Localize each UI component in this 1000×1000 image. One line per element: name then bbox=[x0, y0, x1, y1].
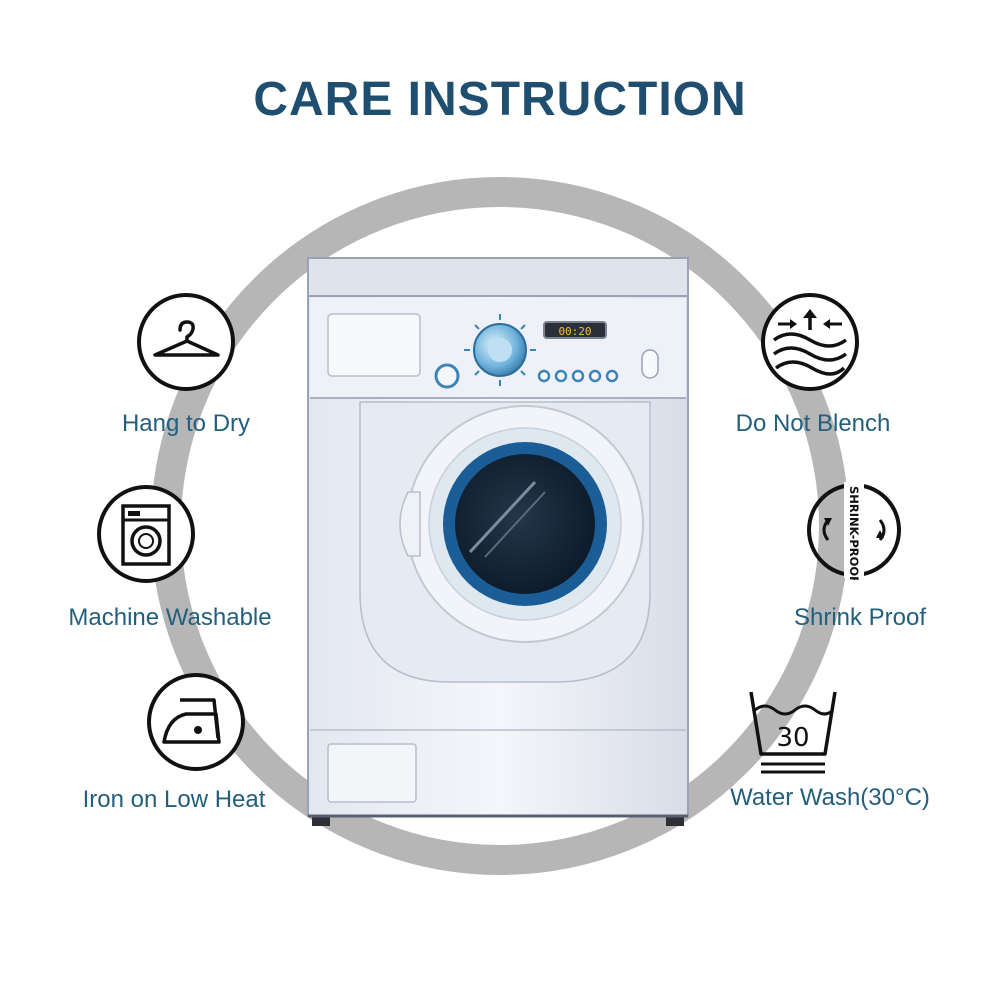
label-hang-to-dry: Hang to Dry bbox=[121, 410, 251, 437]
iron-icon bbox=[147, 673, 245, 771]
label-iron-on-low-heat: Iron on Low Heat bbox=[82, 786, 266, 813]
shrink-proof-badge: SHRINK-PROOF bbox=[847, 486, 861, 580]
label-shrink-proof: Shrink Proof bbox=[793, 604, 927, 631]
label-do-not-blench: Do Not Blench bbox=[735, 410, 891, 437]
display-readout: 00:20 bbox=[558, 325, 591, 338]
washing-machine-icon bbox=[97, 485, 195, 583]
label-water-wash: Water Wash(30°C) bbox=[730, 784, 930, 811]
washing-machine-illustration: 00:20 bbox=[307, 257, 689, 826]
hanger-icon bbox=[137, 293, 235, 391]
no-bleach-icon bbox=[761, 293, 859, 391]
label-machine-washable: Machine Washable bbox=[68, 604, 272, 631]
shrink-proof-icon: SHRINK-PROOF bbox=[807, 482, 901, 580]
option-buttons bbox=[537, 369, 619, 383]
page-title: CARE INSTRUCTION bbox=[253, 73, 747, 126]
wash-temperature-badge: 30 bbox=[776, 723, 809, 753]
dial-knob bbox=[464, 314, 536, 386]
wash-30-icon: 30 bbox=[749, 691, 837, 774]
